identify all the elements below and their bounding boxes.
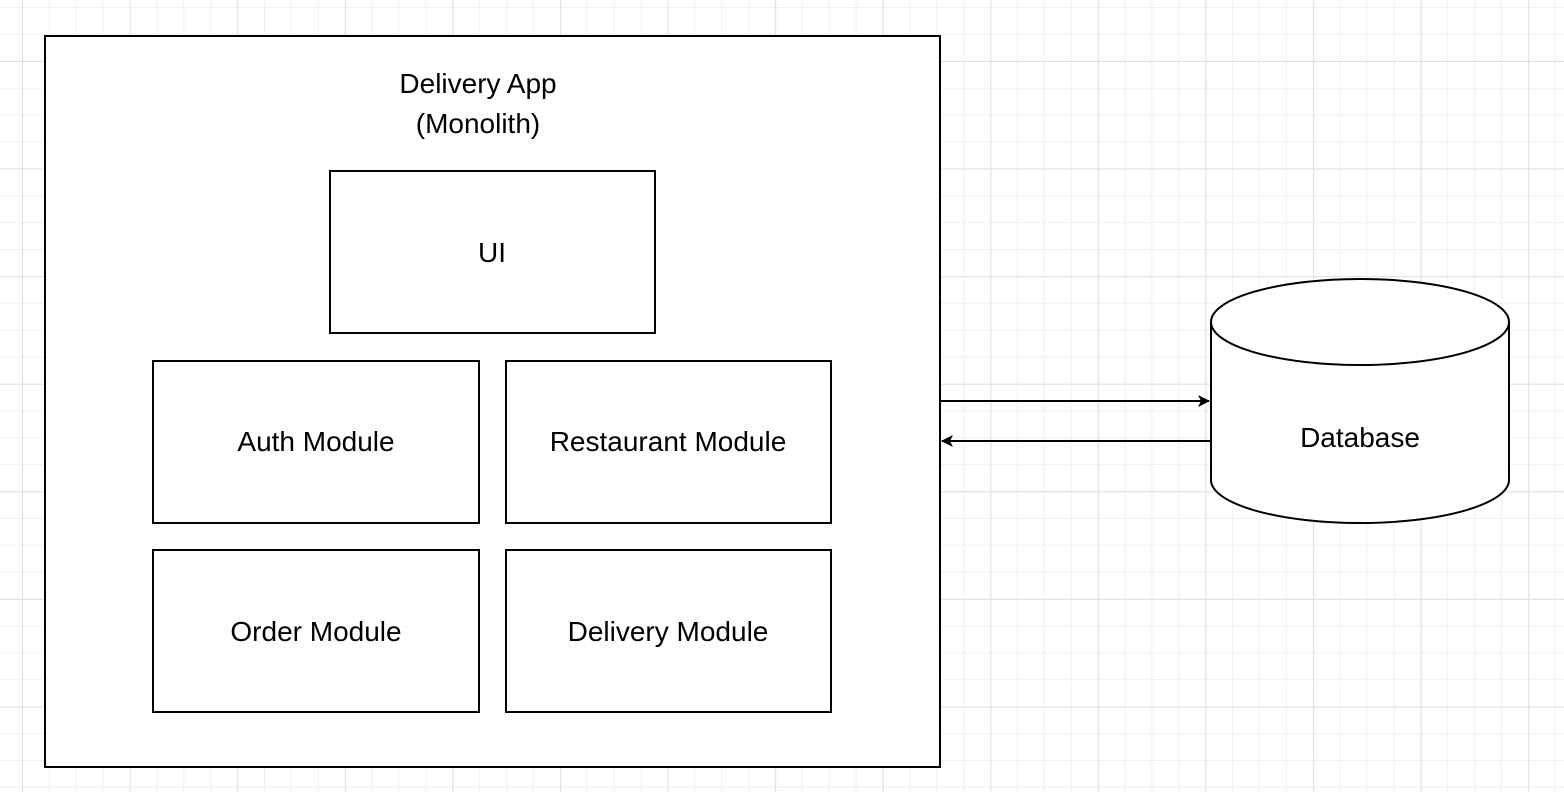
container-title: Delivery App bbox=[399, 68, 556, 99]
restaurant-module[interactable]: Restaurant Module bbox=[505, 360, 832, 524]
delivery-label: Delivery Module bbox=[568, 616, 769, 647]
restaurant-label: Restaurant Module bbox=[550, 426, 787, 457]
database-label: Database bbox=[1300, 422, 1420, 453]
order-label: Order Module bbox=[230, 616, 401, 647]
auth-label: Auth Module bbox=[237, 426, 394, 457]
delivery-module[interactable]: Delivery Module bbox=[505, 549, 832, 713]
database-cylinder[interactable]: Database bbox=[1210, 278, 1510, 524]
auth-module[interactable]: Auth Module bbox=[152, 360, 480, 524]
ui-module[interactable]: UI bbox=[329, 170, 656, 334]
ui-label: UI bbox=[478, 237, 506, 268]
order-module[interactable]: Order Module bbox=[152, 549, 480, 713]
container-subtitle: (Monolith) bbox=[416, 108, 540, 139]
